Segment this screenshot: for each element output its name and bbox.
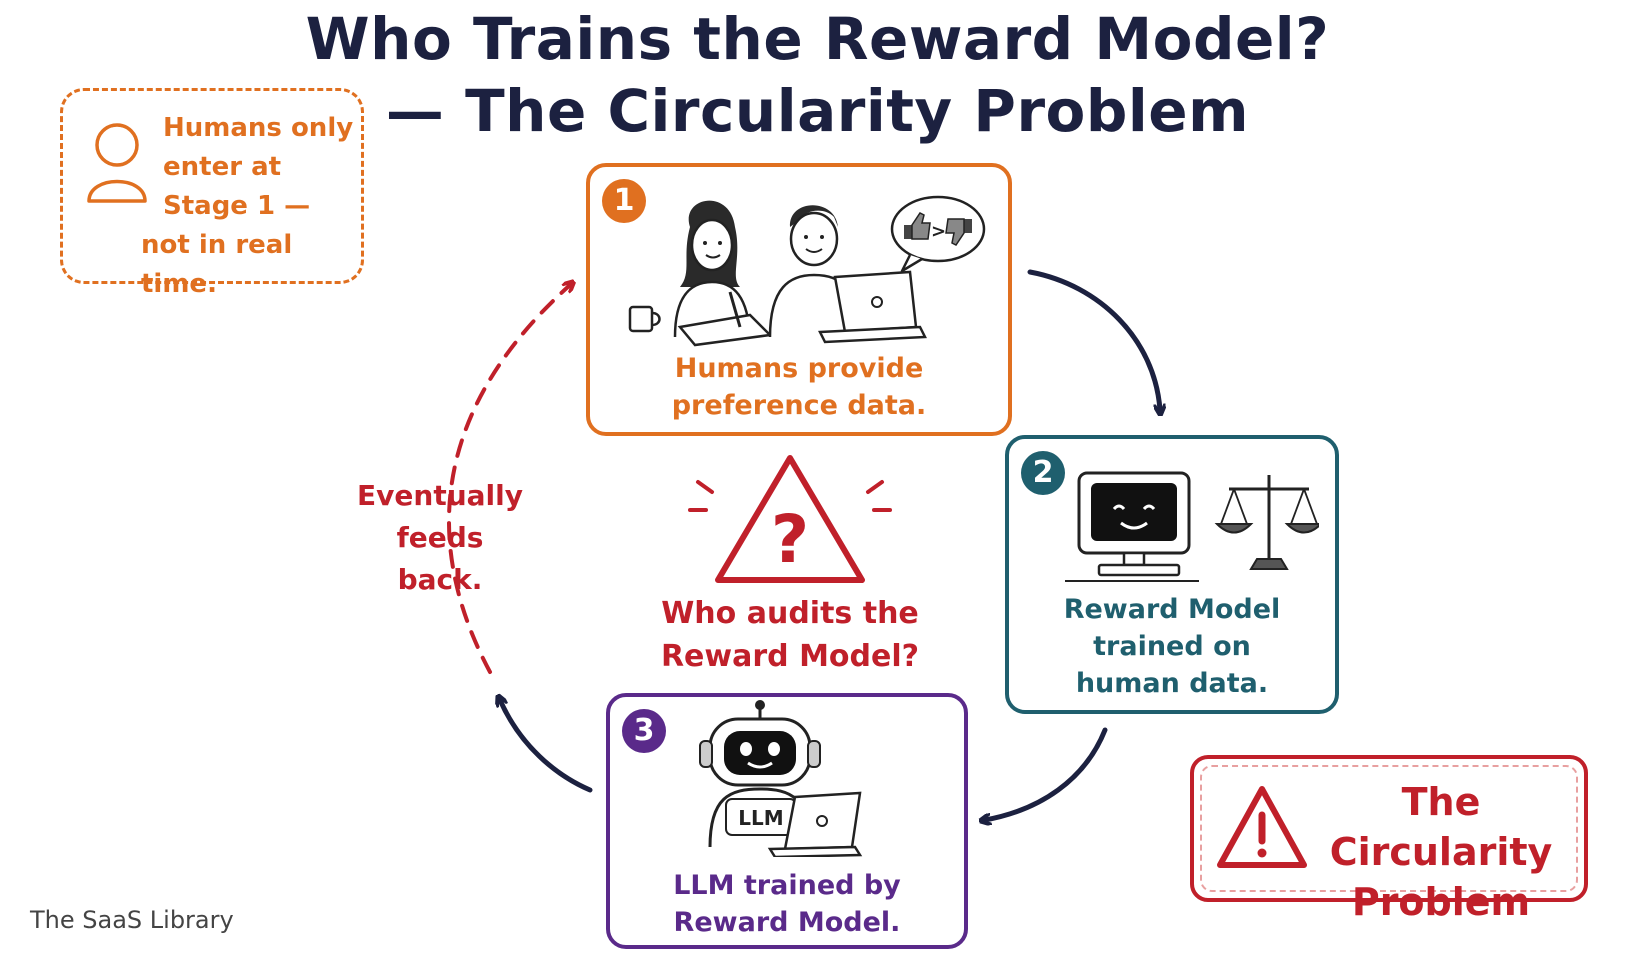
label-line: Reward Model. xyxy=(673,907,901,938)
stage-3-label: LLM trained by Reward Model. xyxy=(610,867,964,941)
diagram-title-line2: — The Circularity Problem xyxy=(385,77,1250,145)
stage-2-label: Reward Model trained on human data. xyxy=(1009,591,1335,702)
label-line: LLM trained by xyxy=(673,870,901,901)
mug-icon xyxy=(628,305,661,333)
audit-line: Who audits the xyxy=(661,596,919,631)
monitor-face-icon xyxy=(1065,471,1199,582)
label-line: Humans provide xyxy=(674,353,924,384)
note-line: Humans only xyxy=(163,113,354,143)
arrow-stage3-to-feedback xyxy=(500,700,593,793)
brand-label: The SaaS Library xyxy=(30,906,234,934)
circularity-problem-box: The Circularity Problem xyxy=(1190,755,1588,924)
warning-icon: ? xyxy=(688,455,892,583)
label-line: preference data. xyxy=(671,390,927,421)
audit-line: Reward Model? xyxy=(660,639,920,674)
robot-icon: LLM xyxy=(699,700,821,848)
person-icon xyxy=(87,123,147,203)
note-line: enter at xyxy=(163,152,282,182)
thumbs-up-icon xyxy=(904,212,931,240)
human-note-text: Humans only enter at Stage 1 — not in re… xyxy=(141,109,363,304)
reward-model-illustration xyxy=(1065,471,1319,582)
preference-speech-bubble: > xyxy=(890,195,986,273)
stage-3-box: 3 LLM LLM trained by Reward Model. xyxy=(606,693,968,949)
note-line: Stage 1 — xyxy=(163,191,311,221)
stage-1-label: Humans provide preference data. xyxy=(590,350,1008,424)
woman-figure xyxy=(673,200,752,338)
audit-question: Who audits the Reward Model? xyxy=(630,592,950,678)
arrow-stage2-to-stage3 xyxy=(985,727,1108,820)
problem-inner-border xyxy=(1200,765,1578,892)
feedback-label: Eventually feeds back. xyxy=(350,475,530,601)
question-mark-icon: ? xyxy=(771,501,809,578)
warning-icon xyxy=(1217,786,1307,868)
humans-illustration: > xyxy=(628,195,986,347)
arrow-stage1-to-stage2 xyxy=(1027,269,1160,410)
stage-1-badge: 1 xyxy=(602,179,646,223)
problem-line: Problem xyxy=(1351,880,1531,924)
problem-line: The Circularity xyxy=(1329,780,1553,874)
thumbs-down-icon xyxy=(945,218,972,246)
laptop-icon xyxy=(767,791,863,857)
svg-text:>: > xyxy=(931,221,946,242)
stage-2-badge: 2 xyxy=(1021,451,1065,495)
robot-chest-label: LLM xyxy=(738,806,783,830)
stage-2-box: 2 Reward Model trained on human data. xyxy=(1005,435,1339,714)
stage-3-badge: 3 xyxy=(622,709,666,753)
label-line: human data. xyxy=(1075,668,1269,699)
diagram-title-line1: Who Trains the Reward Model? xyxy=(305,5,1330,73)
note-line: not in real time. xyxy=(141,230,293,299)
label-line: Reward Model xyxy=(1063,594,1281,625)
feedback-line: feeds back. xyxy=(396,521,484,596)
laptop-icon xyxy=(818,270,927,344)
llm-robot-illustration: LLM xyxy=(699,700,863,857)
stage-1-box: 1 xyxy=(586,163,1012,436)
human-note-box: Humans only enter at Stage 1 — not in re… xyxy=(60,88,364,299)
label-line: trained on xyxy=(1093,631,1251,662)
scales-icon xyxy=(1214,475,1319,570)
circularity-problem-text: The Circularity Problem xyxy=(1306,777,1576,927)
feedback-line: Eventually xyxy=(357,479,523,512)
